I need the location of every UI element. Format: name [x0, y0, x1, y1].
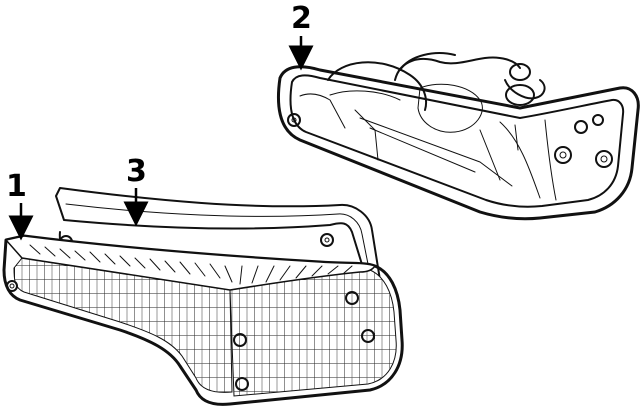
callout-1: 1 [6, 169, 34, 241]
lens-part [2, 234, 404, 406]
lens-rim-hatching [29, 244, 353, 285]
callout-1-label: 1 [6, 169, 27, 204]
housing-part [276, 52, 640, 221]
callout-2-label: 2 [291, 1, 312, 36]
callout-2: 2 [288, 1, 314, 71]
callout-3-label: 3 [126, 154, 147, 189]
callout-3: 3 [123, 154, 149, 227]
